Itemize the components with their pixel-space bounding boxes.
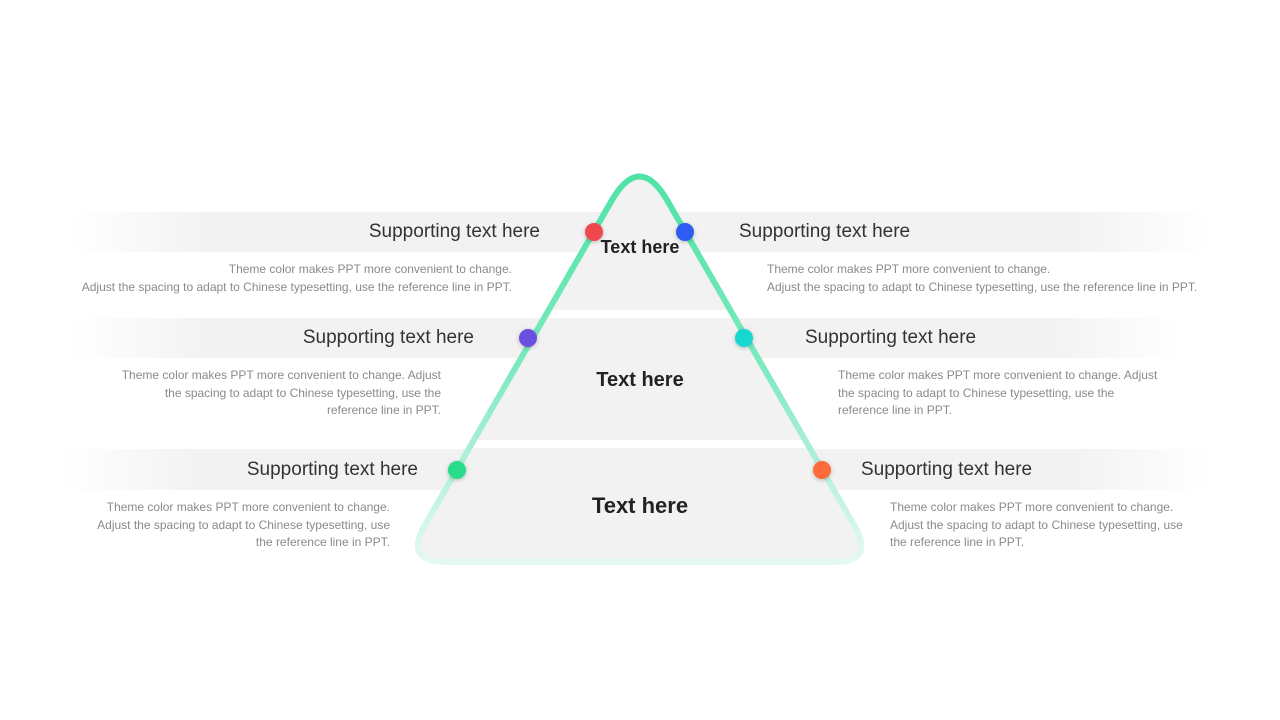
tier-2-label: Text here	[596, 369, 684, 391]
tier-3-right-body: Theme color makes PPT more convenient to…	[890, 500, 1183, 549]
tier-1-left-dot	[585, 223, 603, 241]
pyramid-fill	[417, 176, 862, 562]
tier-3-label: Text here	[591, 493, 689, 518]
tier-1-label: Text here	[600, 237, 680, 257]
tier-3-left-dot	[448, 461, 466, 479]
tier-3-right-dot	[813, 461, 831, 479]
tier-2-left-heading: Supporting text here	[302, 327, 474, 348]
pyramid-outline	[414, 173, 865, 565]
tier-2-right-body: Theme color makes PPT more convenient to…	[838, 368, 1158, 417]
tier-1-right-body: Theme color makes PPT more convenient to…	[767, 262, 1198, 294]
tier-1-left-heading: Supporting text here	[368, 221, 540, 242]
tier-3-left-body: Theme color makes PPT more convenient to…	[97, 500, 390, 549]
tier-2-left-body: Theme color makes PPT more convenient to…	[121, 368, 441, 417]
tier-3-right-heading: Supporting text here	[861, 459, 1033, 480]
tier-1-right-heading: Supporting text here	[739, 221, 911, 242]
tier-2-left-dot	[519, 329, 537, 347]
heading-bands	[60, 212, 1210, 490]
tier-1-right-dot	[676, 223, 694, 241]
tier-1-left-body: Theme color makes PPT more convenient to…	[81, 262, 512, 294]
tier-3-left-heading: Supporting text here	[246, 459, 418, 480]
tier-2-right-dot	[735, 329, 753, 347]
tier-2-right-heading: Supporting text here	[805, 327, 977, 348]
